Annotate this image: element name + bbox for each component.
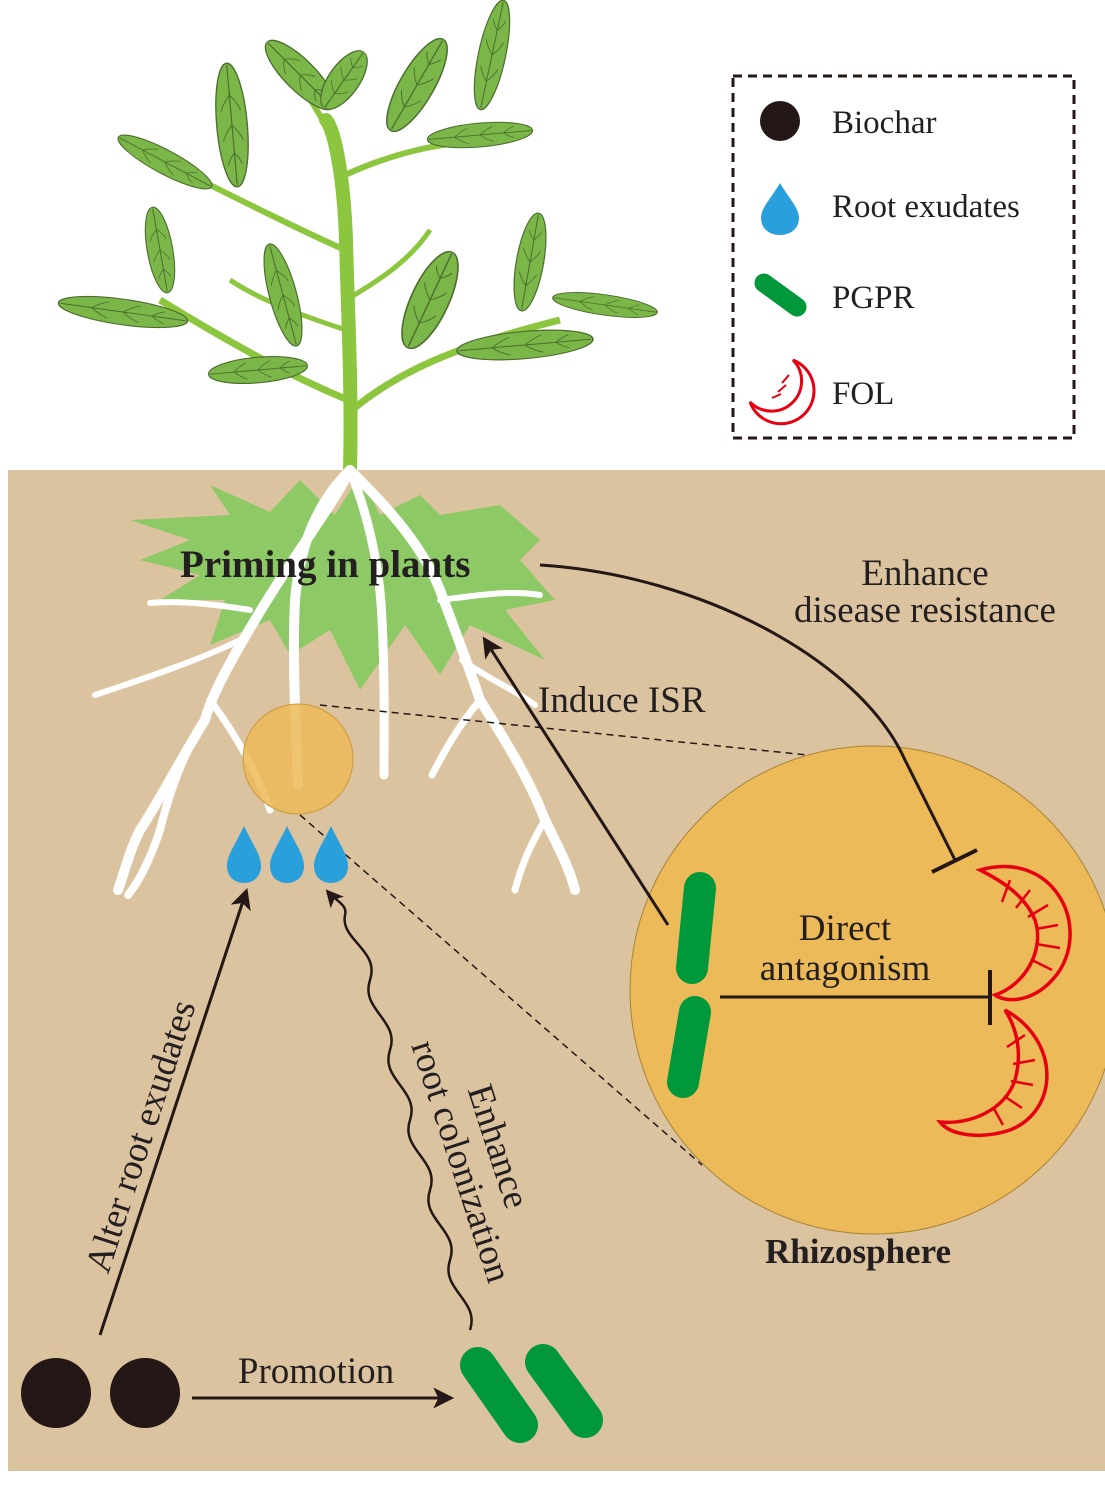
rhizosphere-label: Rhizosphere <box>765 1232 951 1271</box>
zoom-line-top <box>319 704 906 766</box>
exudate-drop <box>270 826 304 883</box>
disease-resistance-inhibit-bar <box>931 848 978 874</box>
legend-label-biochar: Biochar <box>832 105 936 141</box>
fol-pathogen-icon <box>748 358 816 426</box>
biochar-icon <box>760 101 800 141</box>
biochar-particle <box>21 1358 91 1428</box>
root-colonization-arrow <box>325 889 473 1331</box>
root-zone-circle <box>242 703 354 815</box>
exudate-drop <box>227 826 261 883</box>
root-exudate-drop-icon <box>761 183 799 235</box>
induce-isr-arrow <box>482 636 670 926</box>
plant-shoot <box>55 0 660 477</box>
pgpr-bacterium <box>676 872 716 984</box>
pgpr-bacterium <box>460 1347 538 1443</box>
priming-label: Priming in plants <box>180 543 470 586</box>
zoom-line-bottom <box>299 814 703 1166</box>
priming-burst <box>130 475 555 690</box>
biochar-particle <box>110 1358 180 1428</box>
legend: Biochar Root exudates PGPR FOL <box>731 74 1076 440</box>
alter-exudates-arrow <box>98 888 251 1336</box>
pgpr-bacterium-icon <box>754 273 807 317</box>
root-exudate-drops <box>227 826 348 883</box>
fol-pathogen <box>975 864 1072 1002</box>
fol-pathogen <box>936 1008 1049 1138</box>
enhance-disease-resistance-label-line2: disease resistance <box>794 590 1056 631</box>
direct-antagonism-label-line1: Direct <box>799 908 892 949</box>
legend-label-root-exudates: Root exudates <box>832 189 1020 225</box>
rhizosphere-circle <box>629 745 1105 1235</box>
enhance-disease-resistance-label-line1: Enhance <box>861 553 988 594</box>
fol-pathogens <box>936 864 1072 1138</box>
induce-isr-label: Induce ISR <box>538 680 706 721</box>
exudate-drop <box>314 826 348 883</box>
legend-label-fol: FOL <box>832 376 894 412</box>
pgpr-bacterium <box>525 1344 603 1438</box>
direct-antagonism-label-line2: antagonism <box>760 948 931 989</box>
pgpr-bacterium <box>667 996 711 1098</box>
disease-resistance-curve <box>539 563 957 861</box>
promotion-label: Promotion <box>238 1351 394 1392</box>
legend-label-pgpr: PGPR <box>832 280 915 316</box>
